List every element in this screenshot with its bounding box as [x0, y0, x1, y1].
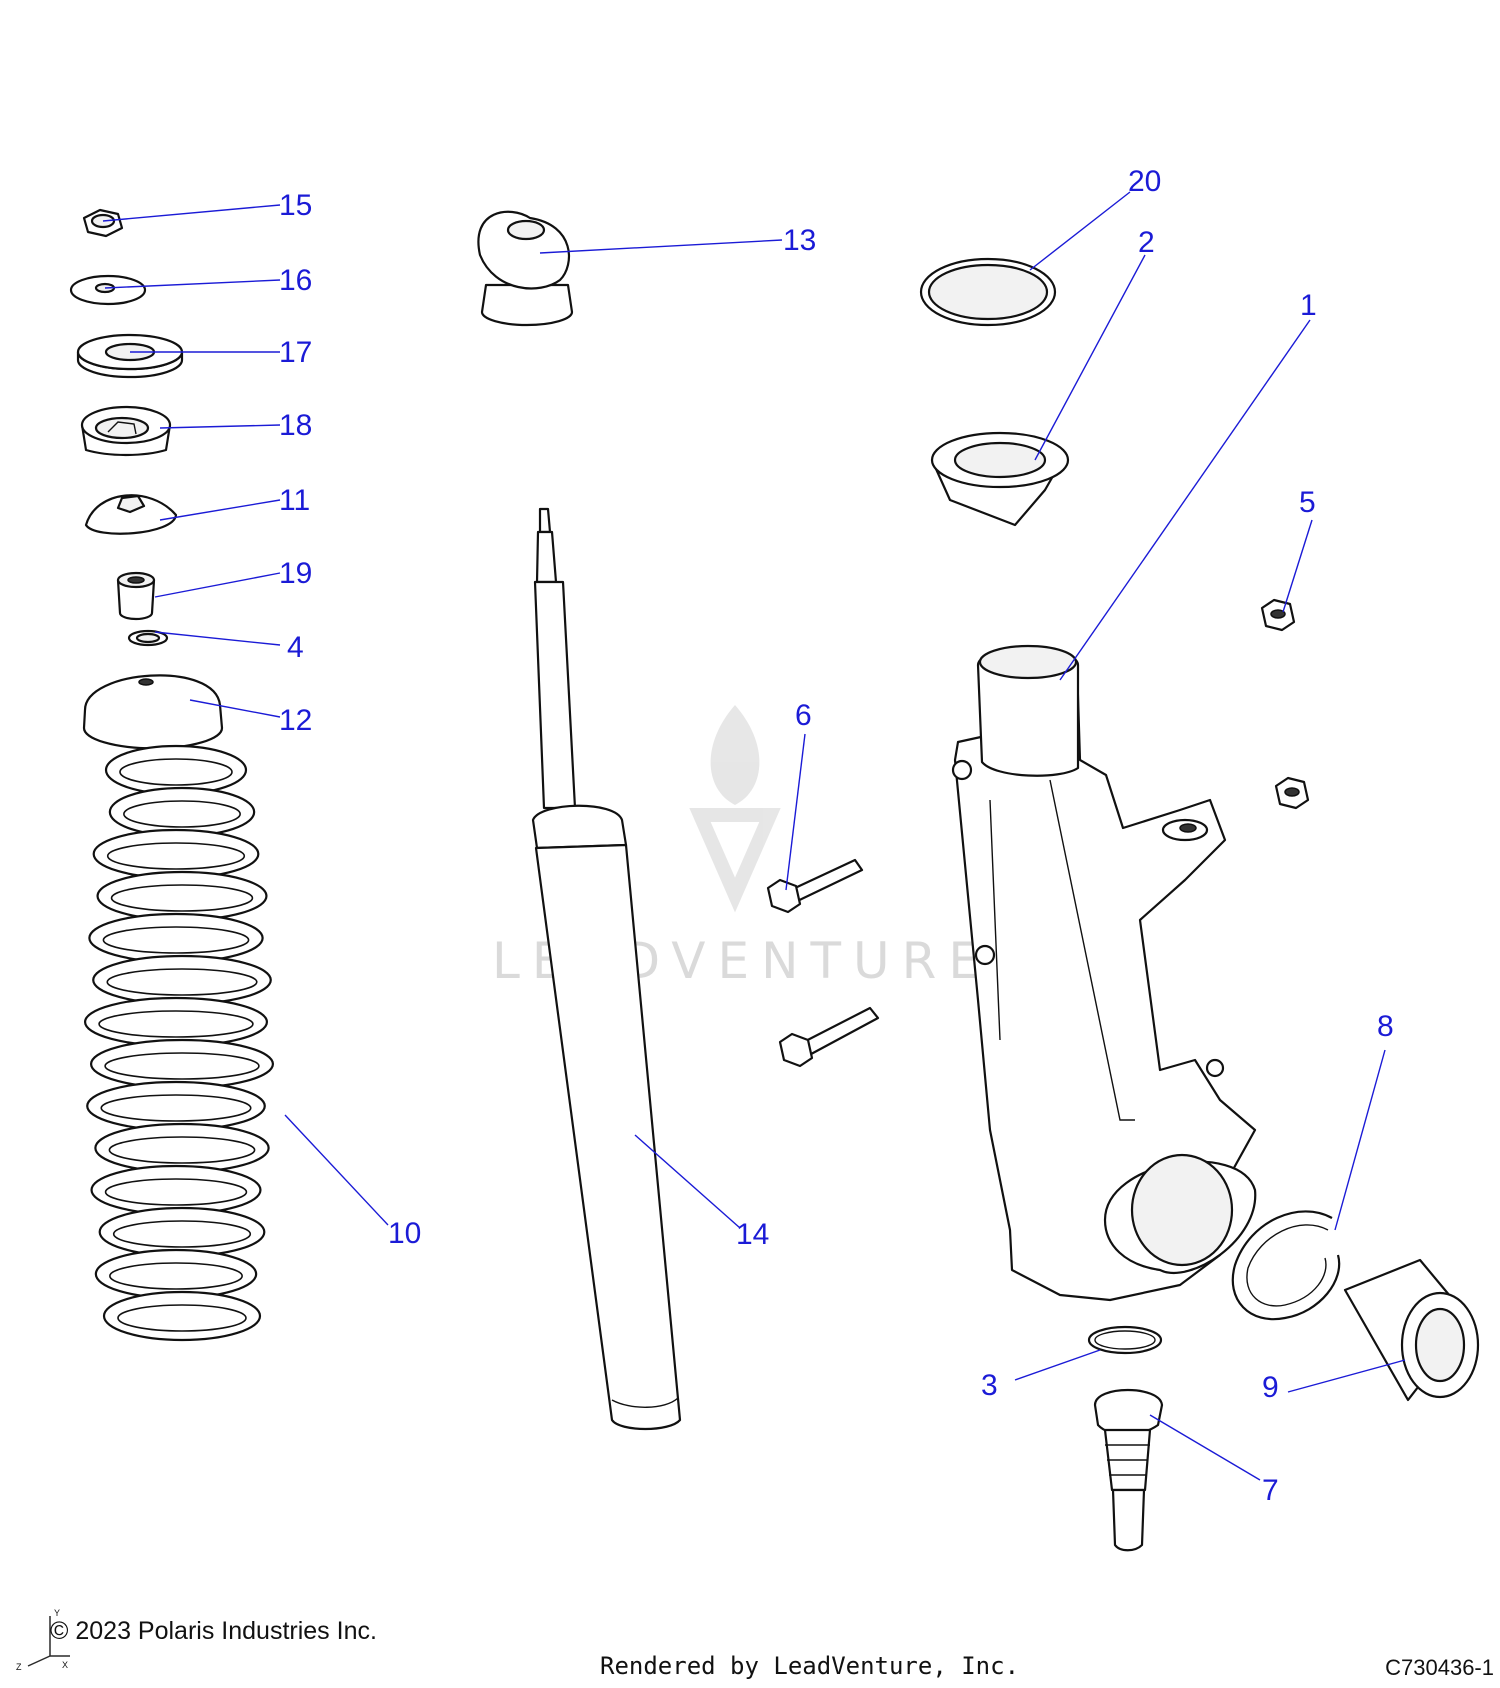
spring-coil-inner: [106, 842, 246, 870]
callout-16: 16: [279, 264, 312, 297]
part-14-strut[interactable]: [531, 507, 682, 1430]
callout-15: 15: [279, 189, 312, 222]
leader-13: [539, 239, 783, 254]
spring-coil-inner: [123, 800, 241, 828]
callout-9: 9: [1262, 1371, 1279, 1404]
part-3-circlip[interactable]: [1087, 1325, 1163, 1355]
part-2-adapter[interactable]: [930, 431, 1070, 527]
callout-19: 19: [279, 557, 312, 590]
callout-2: 2: [1138, 226, 1155, 259]
axis-x-label: X: [62, 1660, 68, 1670]
rendered-by-text: Rendered by LeadVenture, Inc.: [600, 1652, 1020, 1680]
drawing-code: C730436-1: [1385, 1655, 1494, 1680]
callout-4: 4: [287, 631, 304, 664]
coordinate-axes-icon: Y Z X: [16, 1608, 70, 1672]
part-5-nut-second[interactable]: [1274, 776, 1310, 810]
spring-coil-inner: [102, 926, 250, 954]
leader-16: [104, 279, 281, 289]
leader-4: [154, 631, 281, 646]
leader-11: [159, 499, 281, 521]
part-5-nut[interactable]: [1260, 598, 1296, 632]
part-9-bearing[interactable]: [1343, 1258, 1480, 1402]
spring-coil-inner: [98, 1010, 254, 1038]
callout-8: 8: [1377, 1010, 1394, 1043]
callout-7: 7: [1262, 1474, 1279, 1507]
spring-coil-inner: [104, 1178, 248, 1206]
callout-labels: 15 16 17 18 11 19 4 12 10 13 14 20 2 1 5…: [279, 165, 1394, 1507]
leader-9: [1287, 1359, 1406, 1393]
spring-coil-inner: [100, 1094, 252, 1122]
callout-10: 10: [388, 1217, 421, 1250]
callout-1: 1: [1300, 289, 1317, 322]
callout-17: 17: [279, 336, 312, 369]
leader-12: [189, 699, 281, 718]
spring-coil-inner: [104, 1052, 260, 1080]
spring-coil-inner: [108, 1136, 256, 1164]
part-7-ball-joint[interactable]: [1093, 1389, 1164, 1552]
part-17-washer[interactable]: [76, 333, 184, 379]
spring-coil-inner: [106, 968, 258, 996]
callout-20: 20: [1128, 165, 1161, 198]
spring-coil-inner: [110, 884, 254, 912]
callout-3: 3: [981, 1369, 998, 1402]
leader-15: [102, 204, 281, 222]
leader-5: [1282, 519, 1313, 613]
leader-8: [1334, 1049, 1386, 1231]
leader-3: [1014, 1349, 1101, 1381]
leader-2: [1034, 254, 1146, 461]
callout-18: 18: [279, 409, 312, 442]
copyright-text: © 2023 Polaris Industries Inc.: [50, 1617, 377, 1645]
callout-11: 11: [279, 484, 310, 517]
leader-19: [154, 572, 281, 598]
leader-20: [1029, 191, 1131, 271]
spring-coil-inner: [119, 758, 233, 786]
part-10-coil-spring[interactable]: [83, 744, 275, 1342]
leader-lines: [102, 191, 1406, 1481]
leader-6: [785, 733, 806, 891]
callout-12: 12: [279, 704, 312, 737]
part-6-bolt[interactable]: [766, 858, 864, 914]
part-16-washer[interactable]: [69, 274, 147, 306]
part-18-cup[interactable]: [80, 405, 172, 457]
leader-14: [634, 1134, 741, 1229]
leader-1: [1059, 319, 1311, 681]
spring-coil-inner: [109, 1262, 243, 1290]
leader-10: [284, 1114, 389, 1226]
callout-14: 14: [736, 1218, 769, 1251]
callout-6: 6: [795, 699, 812, 732]
callout-5: 5: [1299, 486, 1316, 519]
axis-z-label: Z: [16, 1662, 22, 1672]
part-12-spring-seat[interactable]: [82, 674, 224, 750]
spring-coil-inner: [117, 1304, 247, 1332]
part-19-bushing[interactable]: [116, 571, 156, 621]
part-8-snap-ring[interactable]: [1231, 1210, 1341, 1321]
leader-7: [1149, 1414, 1261, 1481]
part-1-knuckle[interactable]: [951, 644, 1257, 1302]
part-15-nut[interactable]: [82, 208, 124, 238]
axis-y-label: Y: [54, 1608, 60, 1618]
part-20-o-ring[interactable]: [919, 257, 1057, 327]
part-4-o-ring[interactable]: [127, 629, 169, 647]
part-11-dome[interactable]: [84, 494, 178, 535]
part-13-bump-stop[interactable]: [477, 210, 574, 327]
leader-18: [159, 424, 281, 429]
spring-coil-inner: [112, 1220, 252, 1248]
part-6-bolt-second[interactable]: [778, 1006, 880, 1068]
callout-13: 13: [783, 224, 816, 257]
